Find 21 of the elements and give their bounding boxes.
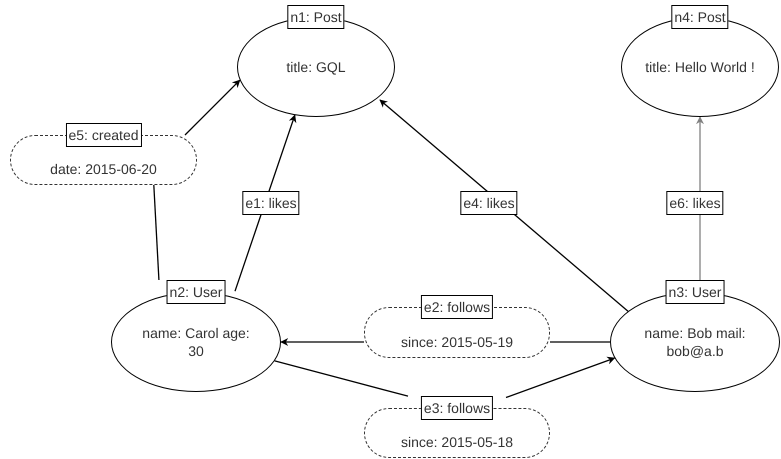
node-properties: title: GQL (286, 58, 346, 76)
node-properties: title: Hello World ! (645, 58, 755, 76)
edge-label: e1: likes (242, 191, 300, 215)
node-label: n2: User (166, 280, 226, 304)
edge-label: e4: likes (460, 191, 518, 215)
node-properties: date: 2015-06-20 (50, 160, 157, 178)
node-label: e2: follows (420, 295, 494, 319)
node-properties: name: Bob mail: bob@a.b (643, 324, 747, 360)
edge-label: e6: likes (666, 191, 724, 215)
arrow (280, 338, 364, 346)
node-properties: name: Carol age: 30 (141, 324, 251, 360)
arrow (379, 99, 628, 312)
node-label: n4: Post (671, 5, 729, 29)
node-label: e5: created (65, 123, 142, 147)
node-properties: since: 2015-05-19 (400, 333, 514, 351)
node-properties: since: 2015-05-18 (400, 433, 514, 451)
arrow (506, 356, 616, 398)
node-label: n3: User (666, 280, 724, 304)
node-label: e3: follows (420, 396, 494, 420)
node-label: n1: Post (287, 5, 345, 29)
arrow (184, 80, 240, 136)
